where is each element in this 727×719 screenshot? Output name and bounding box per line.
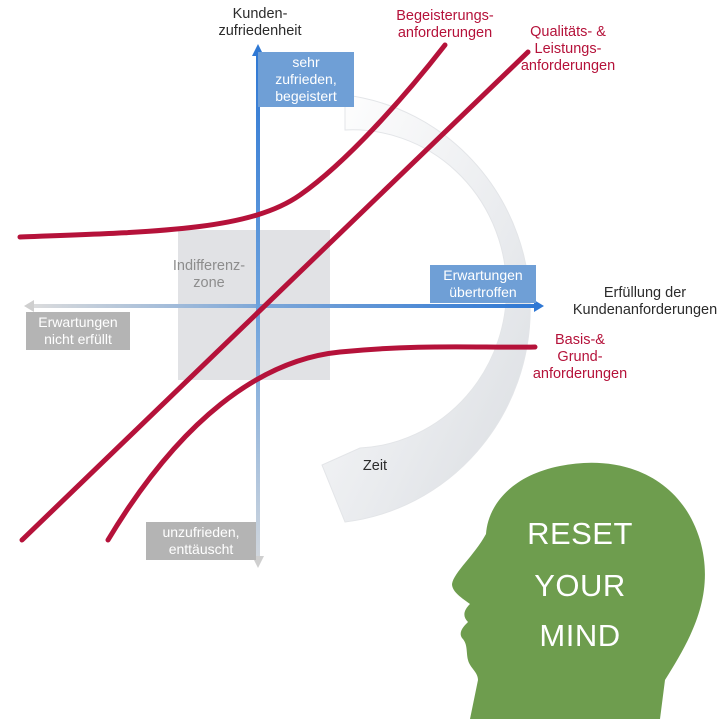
box-left-line2: nicht erfüllt (44, 331, 112, 347)
label-basis-line2: Grund- (557, 349, 603, 365)
indifference-zone-line2: zone (193, 275, 225, 291)
label-qualitaet: Qualitäts- & Leistungs- anforderungen (508, 24, 628, 75)
box-erwartungen-uebertroffen: Erwartungen übertroffen (430, 265, 536, 303)
indifference-zone-line1: Indifferenz- (172, 258, 246, 274)
box-erwartungen-nicht-erfuellt: Erwartungen nicht erfüllt (26, 312, 130, 350)
box-top-line2: begeistert (275, 88, 337, 104)
y-axis-label-line2: zufriedenheit (218, 23, 302, 39)
y-axis-label-line1: Kunden- (232, 6, 288, 22)
box-bottom-line2: enttäuscht (168, 541, 234, 557)
time-label: Zeit (362, 458, 388, 474)
box-right-line1: Erwartungen (443, 267, 523, 283)
indifference-zone-label: Indifferenz- zone (154, 258, 264, 292)
head-text-line2: YOUR (534, 568, 626, 603)
y-axis (256, 52, 260, 562)
box-sehr-zufrieden: sehr zufrieden, begeistert (258, 52, 354, 107)
head-text-line3: MIND (539, 618, 621, 653)
curve-begeisterung (17, 42, 448, 240)
box-left-line1: Erwartungen (38, 314, 118, 330)
box-right-line2: übertroffen (449, 284, 517, 300)
curve-qualitaet (19, 49, 531, 543)
label-begeisterung-line1: Begeisterungs- (396, 8, 494, 24)
y-axis-label: Kunden- zufriedenheit (210, 6, 310, 40)
head-text-line1: RESET (527, 516, 633, 551)
curve-basis (105, 344, 538, 543)
label-qualitaet-line2: Leistungs- (534, 41, 602, 57)
x-axis-label-line2: Kundenanforderungen (572, 302, 718, 318)
label-begeisterung: Begeisterungs- anforderungen (375, 8, 515, 42)
label-qualitaet-line3: anforderungen (520, 58, 616, 74)
label-qualitaet-line1: Qualitäts- & (530, 24, 606, 40)
label-basis: Basis-& Grund- anforderungen (520, 332, 640, 383)
x-axis-arrow-left (24, 300, 34, 312)
box-bottom-line1: unzufrieden, (162, 524, 240, 540)
x-axis-label: Erfüllung der Kundenanforderungen (570, 285, 720, 319)
head-silhouette (452, 462, 705, 719)
x-axis (30, 304, 535, 308)
x-axis-label-line1: Erfüllung der (603, 285, 687, 301)
label-begeisterung-line2: anforderungen (397, 25, 493, 41)
time-arc (321, 94, 531, 523)
label-basis-line1: Basis-& (555, 332, 605, 348)
label-basis-line3: anforderungen (532, 366, 628, 382)
box-unzufrieden: unzufrieden, enttäuscht (146, 522, 256, 560)
x-axis-arrow-right (534, 300, 544, 312)
box-top-line1: sehr zufrieden, (275, 54, 337, 87)
